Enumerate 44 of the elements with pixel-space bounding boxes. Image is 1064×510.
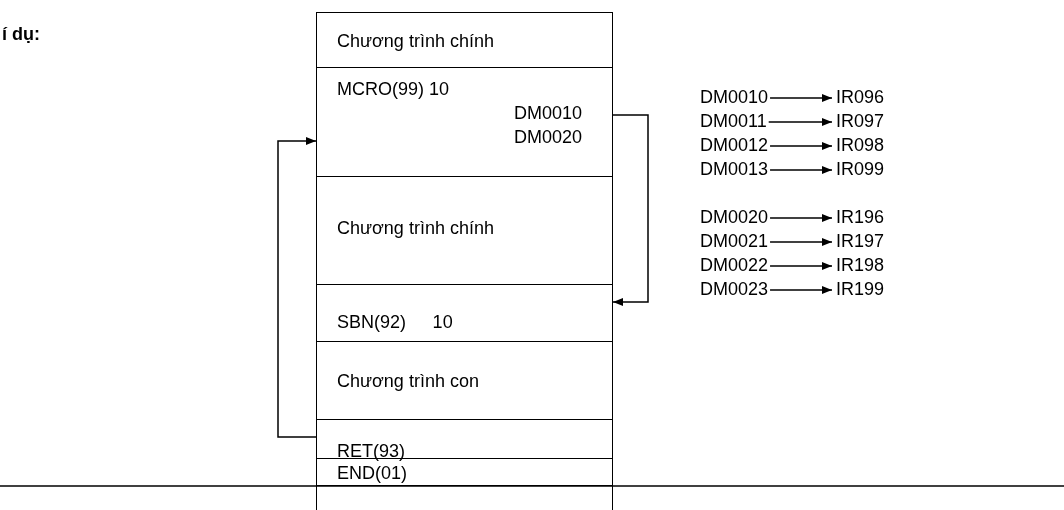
target-address: IR197	[836, 230, 885, 252]
target-address: IR196	[836, 206, 885, 228]
operand-label: DM0020	[513, 126, 582, 148]
source-address: DM0011	[700, 110, 767, 132]
source-address: DM0023	[700, 278, 769, 300]
program-section	[316, 342, 613, 420]
section-label: SBN(92) 10	[337, 311, 453, 333]
target-address: IR097	[836, 110, 885, 132]
section-label: END(01)	[337, 462, 407, 484]
arrow	[769, 286, 833, 294]
source-address: DM0012	[700, 134, 769, 156]
program-section	[316, 12, 613, 68]
arrow	[769, 142, 833, 150]
arrow	[612, 114, 649, 306]
heading: í dụ:	[2, 24, 40, 45]
arrow	[767, 118, 833, 126]
arrow	[769, 262, 833, 270]
target-address: IR096	[836, 86, 885, 108]
target-address: IR198	[836, 254, 885, 276]
program-section	[316, 459, 613, 486]
program-section	[316, 420, 613, 459]
section-label: Chương trình chính	[337, 30, 494, 52]
source-address: DM0020	[700, 206, 769, 228]
source-address: DM0013	[700, 158, 769, 180]
source-address: DM0022	[700, 254, 769, 276]
section-label: Chương trình con	[337, 370, 479, 392]
section-label: MCRO(99) 10	[337, 78, 450, 100]
arrow	[769, 166, 833, 174]
arrow	[769, 238, 833, 246]
arrow	[277, 137, 317, 438]
target-address: IR199	[836, 278, 885, 300]
target-address: IR098	[836, 134, 885, 156]
arrow	[769, 94, 833, 102]
program-section	[316, 68, 613, 177]
source-address: DM0021	[700, 230, 769, 252]
source-address: DM0010	[700, 86, 769, 108]
section-label: RET(93)	[337, 440, 405, 462]
program-section	[316, 285, 613, 342]
arrow	[769, 214, 833, 222]
memory-block	[316, 486, 613, 510]
operand-label: DM0010	[513, 102, 582, 124]
program-section	[316, 177, 613, 285]
target-address: IR099	[836, 158, 885, 180]
section-label: Chương trình chính	[337, 217, 494, 239]
